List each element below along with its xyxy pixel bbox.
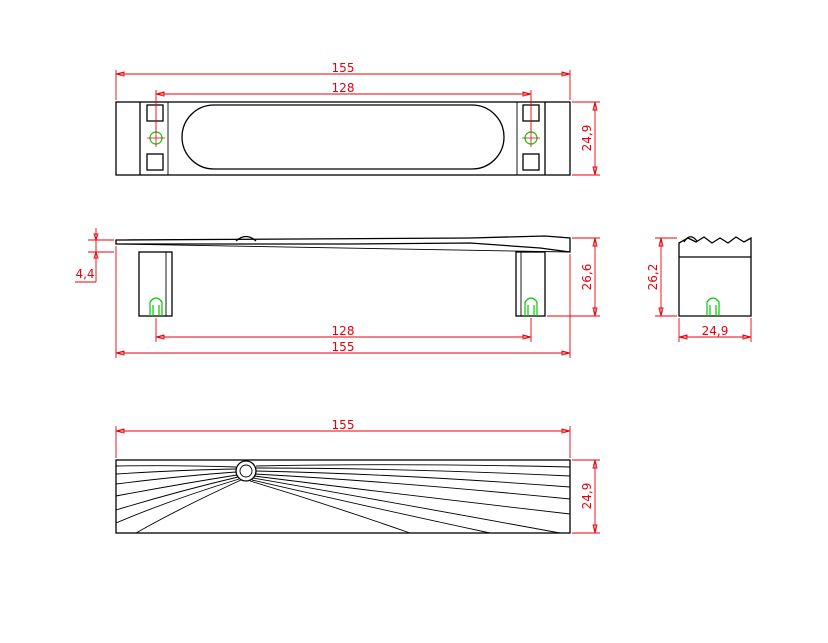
front-view-dim-26-6-label: 26,6 <box>580 264 594 291</box>
top-view-dim-overall-length: 155 <box>115 61 571 100</box>
front-view-dim-top-offset: 4,4 <box>75 228 114 283</box>
top-view-square-lower-right <box>522 153 540 171</box>
front-view-hole-right <box>524 297 538 316</box>
front-view-dim-155-label: 155 <box>332 340 355 354</box>
top-view-dim-24-9-label: 24,9 <box>580 125 594 152</box>
front-view-dim-overall-length: 155 <box>115 246 571 358</box>
front-view-top-line <box>115 243 571 253</box>
side-view-bump <box>683 236 698 243</box>
front-view-hole-left <box>149 297 163 316</box>
top-view-square-upper-left <box>146 104 164 122</box>
side-view-dim-24-9-label: 24,9 <box>702 324 729 338</box>
top-view-slot <box>181 104 505 170</box>
side-view-dim-26-2-label: 26,2 <box>646 264 660 291</box>
bottom-view: 155 24,9 <box>115 418 600 534</box>
top-view-dim-width: 24,9 <box>572 101 600 176</box>
side-view: 26,2 24,9 <box>646 236 752 342</box>
bottom-view-dim-width: 24,9 <box>572 459 600 534</box>
bottom-view-radiating-lines <box>115 464 571 534</box>
front-view-dim-hole-spacing: 128 <box>155 318 532 342</box>
top-view-square-lower-left <box>146 153 164 171</box>
side-view-outline <box>678 236 752 317</box>
side-view-dim-height: 26,2 <box>646 237 677 317</box>
top-view-dim-hole-spacing: 128 <box>155 81 532 130</box>
top-view-dim-155-label: 155 <box>332 61 355 75</box>
front-view-leg-right <box>515 251 546 317</box>
front-view-dim-4-4-label: 4,4 <box>75 267 94 281</box>
front-view-leg-left <box>138 251 173 317</box>
bottom-view-outline <box>115 459 571 534</box>
top-view: 155 128 24,9 <box>115 61 600 176</box>
bottom-view-dim-155-label: 155 <box>332 418 355 432</box>
top-view-dim-128-label: 128 <box>332 81 355 95</box>
bottom-view-dim-overall-length: 155 <box>115 418 571 458</box>
bottom-view-gate-inner <box>239 464 253 478</box>
front-view-bump <box>235 235 257 242</box>
front-view-top-profile <box>115 235 571 253</box>
front-view-dim-height: 26,6 <box>547 237 600 317</box>
bottom-view-dim-24-9-label: 24,9 <box>580 483 594 510</box>
front-view: 4,4 26,6 128 155 <box>75 228 600 358</box>
side-view-hole <box>706 297 720 316</box>
front-view-dim-128-label: 128 <box>332 324 355 338</box>
top-view-outline <box>115 101 571 176</box>
side-view-dim-width: 24,9 <box>678 318 752 342</box>
